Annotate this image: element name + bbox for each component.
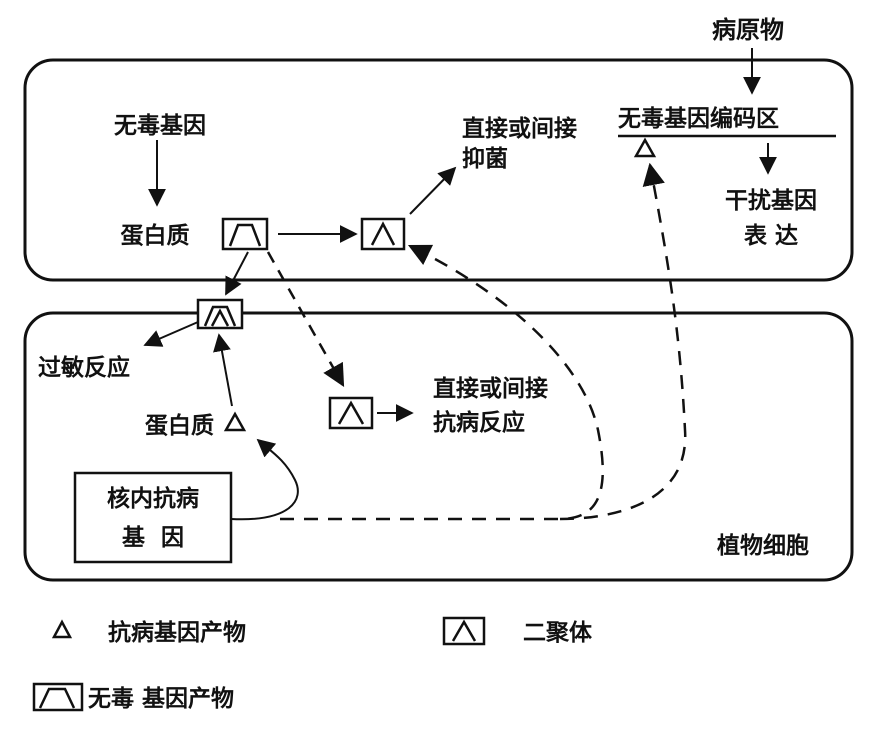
protein-to-membrane-arrow-lower — [213, 333, 233, 407]
legend-nontoxic-product: 无毒 基因产物 — [88, 685, 234, 712]
protein-to-membrane-arrow — [225, 251, 249, 296]
interfering-gene-label: 干扰基因 — [725, 188, 817, 214]
resistance-reaction-label: 抗病反应 — [433, 409, 525, 436]
dashed-gene-to-coding-region — [559, 162, 687, 521]
dimer-symbol-upper — [360, 217, 406, 251]
expression-label: 表 达 — [744, 223, 798, 249]
legend-dimer: 二聚体 — [523, 620, 593, 646]
plant-cell-box — [23, 311, 854, 582]
dimer-symbol-lower — [328, 396, 374, 430]
nuclear-gene-box — [73, 471, 233, 564]
legend-dimer-icon — [442, 616, 486, 646]
resistance-product-symbol-lower — [223, 411, 247, 432]
legend-resistance-product: 抗病基因产物 — [108, 619, 246, 646]
dimer-to-inhibit-arrow — [409, 166, 457, 215]
inhibit-label: 抑菌 — [462, 146, 508, 172]
nontoxic-gene-label: 无毒基因 — [114, 113, 206, 139]
nuclear-gene-line1: 核内抗病 — [107, 485, 199, 512]
coding-region-label: 无毒基因编码区 — [618, 105, 779, 132]
nuclear-gene-line2: 基 因 — [122, 525, 184, 551]
legend-triangle-icon — [51, 619, 73, 639]
direct-indirect-label-upper: 直接或间接 — [462, 115, 577, 142]
allergic-reaction-label: 过敏反应 — [38, 354, 130, 381]
legend-nontoxic-product-icon — [32, 682, 84, 712]
dimer-symbol-membrane — [196, 298, 244, 330]
resistance-product-symbol-upper — [633, 137, 657, 158]
membrane-to-allergic-arrow — [143, 321, 199, 347]
nontoxic-product-symbol-upper — [221, 217, 269, 251]
pathogen-label: 病原物 — [712, 16, 784, 44]
pathogen-cell-box — [23, 58, 854, 282]
direct-indirect-label-lower: 直接或间接 — [433, 375, 548, 402]
gene-to-protein-curve — [230, 438, 299, 521]
plant-cell-label: 植物细胞 — [717, 532, 809, 559]
dashed-protein-to-lower-dimer — [266, 251, 345, 387]
protein-label-lower: 蛋白质 — [145, 412, 214, 439]
protein-label-upper: 蛋白质 — [121, 222, 190, 249]
